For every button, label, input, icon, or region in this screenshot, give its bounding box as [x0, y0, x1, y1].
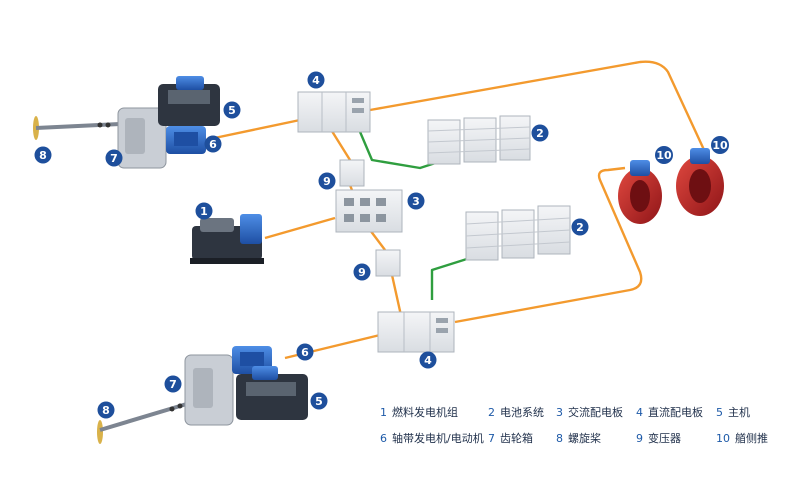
svg-text:6: 6 [209, 138, 217, 151]
battery-system-2-upper [427, 115, 531, 165]
callout-1: 1 [195, 202, 213, 220]
callout-3: 3 [407, 192, 425, 210]
svg-text:2: 2 [576, 221, 584, 234]
legend-label: 齿轮箱 [500, 432, 533, 445]
line-dc4a-to-trans9a [328, 127, 352, 161]
legend-num: 5 [716, 406, 723, 419]
svg-text:8: 8 [39, 149, 47, 162]
transformer-9-upper [339, 159, 365, 187]
legend-item-3: 3 交流配电板 [556, 404, 636, 420]
line-gen1-to-ac3 [264, 216, 336, 240]
legend-label: 燃料发电机组 [392, 406, 458, 419]
dc-switchboard-4-upper [297, 91, 371, 133]
gearbox-7-lower [184, 354, 234, 426]
legend-item-2: 2 电池系统 [488, 404, 556, 420]
svg-text:5: 5 [315, 395, 323, 408]
propeller-8-upper [33, 116, 121, 140]
callout-7-upper: 7 [105, 149, 123, 167]
svg-text:3: 3 [412, 195, 420, 208]
svg-text:9: 9 [358, 266, 366, 279]
callout-9-upper: 9 [318, 172, 336, 190]
shaft-motor-6-upper [166, 126, 206, 154]
svg-text:8: 8 [102, 404, 110, 417]
callout-4-lower: 4 [419, 351, 437, 369]
callout-10-right: 10 [711, 136, 729, 154]
transformer-9-lower [375, 249, 401, 277]
callout-badges: 4 5 6 7 8 2 9 3 1 2 9 10 10 6 4 7 5 8 [34, 71, 729, 419]
legend-item-5: 5 主机 [716, 404, 750, 420]
callout-8-upper: 8 [34, 146, 52, 164]
legend-label: 交流配电板 [568, 406, 623, 419]
callout-10-left: 10 [655, 146, 673, 164]
line-dc4b-to-battery2b [430, 256, 471, 300]
svg-text:4: 4 [424, 354, 432, 367]
legend-item-8: 8 螺旋桨 [556, 430, 636, 446]
callout-6-upper: 6 [204, 135, 222, 153]
legend-item-9: 9 变压器 [636, 430, 716, 446]
callout-9-lower: 9 [353, 263, 371, 281]
legend: 1 燃料发电机组 2 电池系统 3 交流配电板 4 直流配电板 5 主机 6 轴带发电机/电… [380, 404, 790, 456]
legend-item-1: 1 燃料发电机组 [380, 404, 488, 420]
line-dc4b-to-thruster10a [454, 166, 643, 324]
bow-thruster-10-left [618, 160, 662, 224]
legend-label: 电池系统 [500, 406, 544, 419]
legend-num: 4 [636, 406, 643, 419]
callout-2-upper: 2 [531, 124, 549, 142]
legend-row-2: 6 轴带发电机/电动机 7 齿轮箱 8 螺旋桨 9 变压器 10 艏侧推 [380, 430, 790, 446]
callout-5-upper: 5 [223, 101, 241, 119]
svg-text:10: 10 [712, 139, 728, 152]
legend-item-4: 4 直流配电板 [636, 404, 716, 420]
svg-text:10: 10 [656, 149, 672, 162]
svg-text:1: 1 [200, 205, 208, 218]
legend-num: 10 [716, 432, 730, 445]
main-engine-5-upper [158, 76, 220, 126]
callout-2-lower: 2 [571, 218, 589, 236]
ac-switchboard-3 [335, 189, 403, 233]
legend-label: 直流配电板 [648, 406, 703, 419]
bow-thruster-10-right [676, 148, 724, 216]
callout-4-upper: 4 [307, 71, 325, 89]
svg-text:2: 2 [536, 127, 544, 140]
svg-text:5: 5 [228, 104, 236, 117]
gearbox-7-upper [117, 107, 167, 169]
svg-text:4: 4 [312, 74, 320, 87]
svg-text:7: 7 [110, 152, 118, 165]
legend-num: 6 [380, 432, 387, 445]
callout-5-lower: 5 [310, 392, 328, 410]
legend-num: 9 [636, 432, 643, 445]
main-engine-5-lower [236, 366, 308, 420]
legend-item-7: 7 齿轮箱 [488, 430, 556, 446]
svg-text:7: 7 [169, 378, 177, 391]
legend-label: 主机 [728, 406, 750, 419]
line-ac3-to-trans9b [369, 229, 386, 251]
legend-num: 8 [556, 432, 563, 445]
propeller-8-lower [97, 398, 201, 444]
legend-num: 1 [380, 406, 387, 419]
line-shaft6a-to-dc4a [204, 118, 301, 142]
legend-row-1: 1 燃料发电机组 2 电池系统 3 交流配电板 4 直流配电板 5 主机 [380, 404, 790, 420]
legend-num: 3 [556, 406, 563, 419]
dc-switchboard-4-lower [377, 311, 455, 353]
legend-label: 螺旋桨 [568, 432, 601, 445]
legend-item-6: 6 轴带发电机/电动机 [380, 430, 488, 446]
svg-text:9: 9 [323, 175, 331, 188]
power-lines [204, 60, 707, 360]
fuel-genset-1 [190, 214, 264, 264]
battery-system-2-lower [465, 205, 571, 261]
callout-6-lower: 6 [296, 343, 314, 361]
callout-7-lower: 7 [164, 375, 182, 393]
legend-num: 7 [488, 432, 495, 445]
legend-label: 轴带发电机/电动机 [392, 432, 484, 445]
callout-8-lower: 8 [97, 401, 115, 419]
legend-item-10: 10 艏侧推 [716, 430, 768, 446]
legend-label: 艏侧推 [735, 432, 768, 445]
line-dc4a-to-thruster10b [369, 60, 707, 153]
legend-num: 2 [488, 406, 495, 419]
legend-label: 变压器 [648, 432, 681, 445]
svg-text:6: 6 [301, 346, 309, 359]
